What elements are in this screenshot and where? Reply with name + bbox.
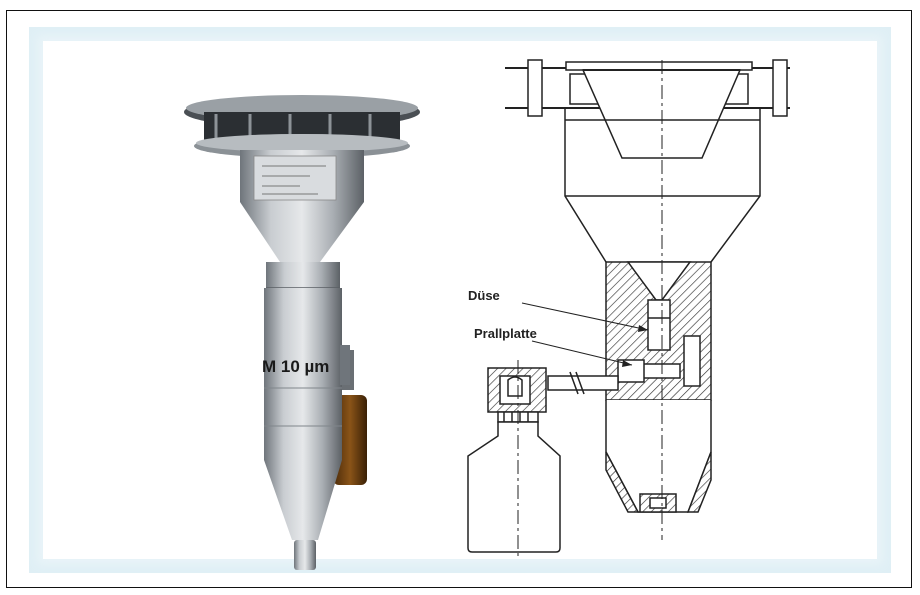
impact-plate-label: Prallplatte xyxy=(474,326,537,341)
nozzle xyxy=(647,299,671,351)
sectional-drawing xyxy=(467,59,790,560)
flange-bolt-left xyxy=(527,59,543,117)
collection-bottle xyxy=(467,421,561,553)
figure-frame xyxy=(6,10,912,588)
sampler-tip xyxy=(264,460,342,540)
figure-inner xyxy=(43,41,877,559)
sampler-cone xyxy=(240,202,364,262)
impactor-tube xyxy=(264,288,342,460)
product-label: M 10 µm xyxy=(262,357,329,376)
side-tube xyxy=(547,375,619,391)
type-plate xyxy=(253,155,337,201)
impact-plate xyxy=(617,359,645,383)
figure-panel xyxy=(29,27,891,573)
flange-bolt-right xyxy=(772,59,788,117)
nozzle-leader xyxy=(521,302,649,331)
sampler-photo: M 10 µm xyxy=(184,95,420,570)
impact-plate-leader xyxy=(531,340,633,366)
nozzle-label: Düse xyxy=(468,288,500,303)
